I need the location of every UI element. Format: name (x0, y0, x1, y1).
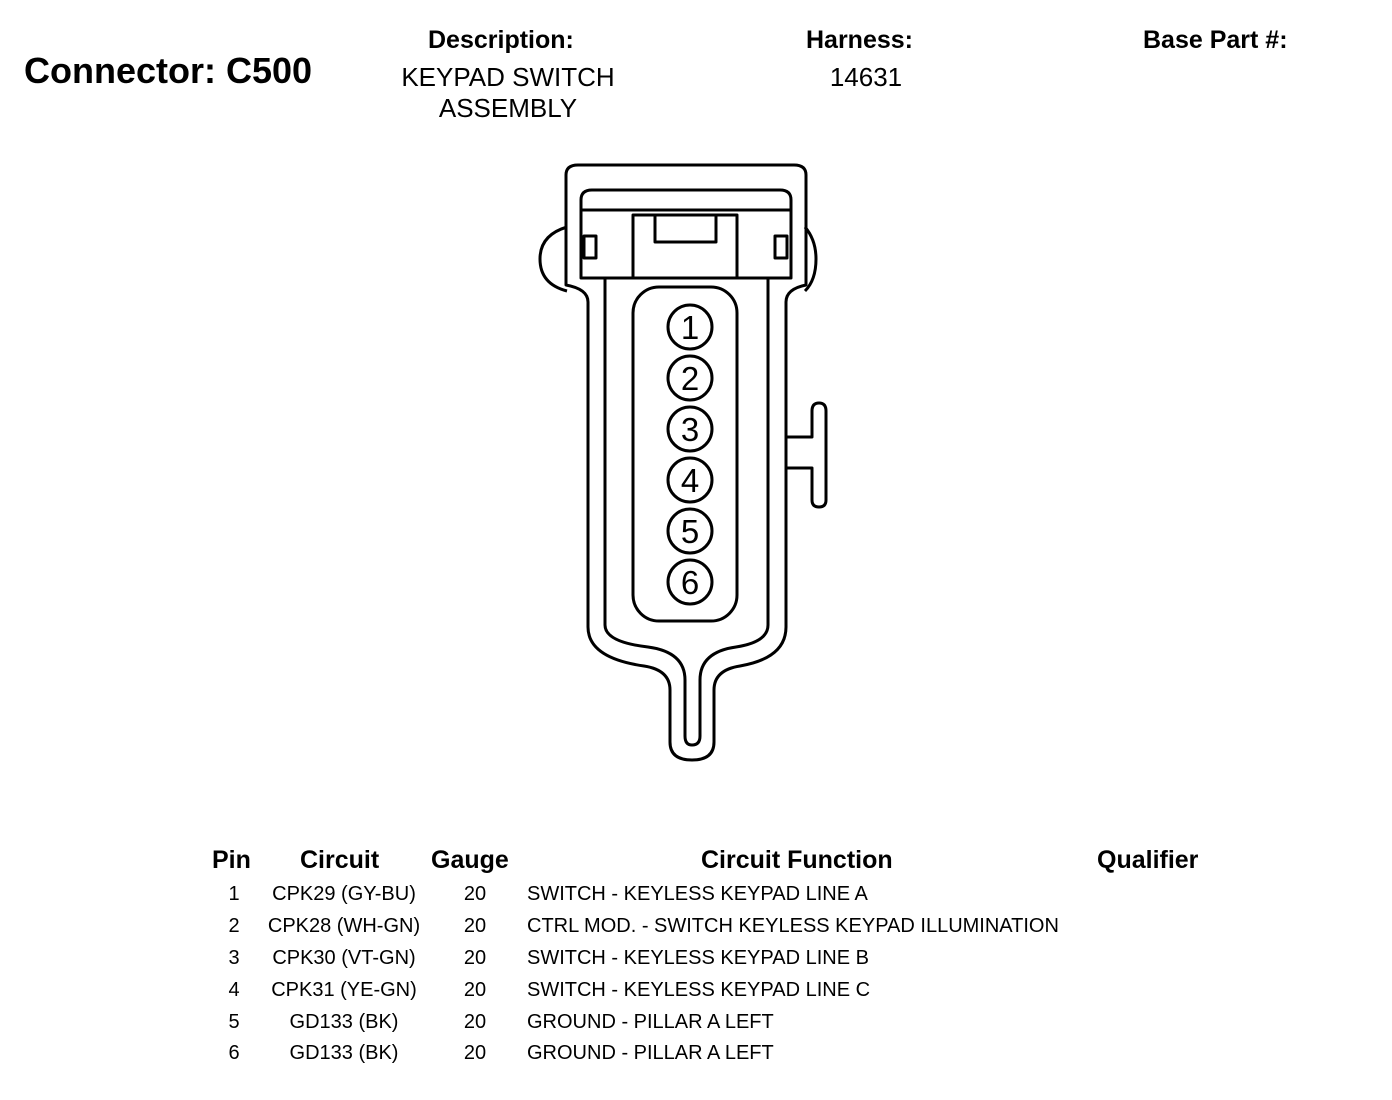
col-header-function: Circuit Function (701, 846, 893, 874)
table-row-4-pin: 4 (228, 979, 240, 1001)
table-row-6-function: GROUND - PILLAR A LEFT (527, 1042, 774, 1064)
col-header-pin: Pin (212, 846, 251, 874)
pin-label-4: 4 (681, 462, 699, 499)
connector-housing-outer (564, 163, 808, 762)
col-header-circuit: Circuit (300, 846, 380, 874)
table-row-6-gauge: 20 (463, 1042, 487, 1064)
harness-value: 14631 (829, 62, 903, 92)
table-row-2-pin: 2 (228, 915, 240, 937)
pin-1-circle (666, 303, 714, 351)
pin-cavity (631, 285, 739, 623)
base-part-label: Base Part #: (1143, 26, 1288, 54)
harness-label: Harness: (806, 26, 913, 54)
table-row-5-gauge: 20 (463, 1011, 487, 1033)
right-latch-tab (803, 226, 818, 293)
table-row-4-circuit: CPK31 (YE-GN) (271, 979, 417, 1001)
pin-label-5: 5 (681, 513, 699, 550)
pin-3-circle (666, 405, 714, 453)
table-row-1-function: SWITCH - KEYLESS KEYPAD LINE A (527, 883, 868, 905)
pin-6-circle (666, 558, 714, 606)
pin-label-2: 2 (681, 360, 699, 397)
pin-5-circle (666, 507, 714, 555)
lock-tab (631, 213, 739, 280)
description-label: Description: (428, 26, 574, 54)
left-latch-tab (538, 225, 568, 293)
table-row-5-function: GROUND - PILLAR A LEFT (527, 1011, 774, 1033)
right-peg (786, 401, 828, 509)
table-row-2-function: CTRL MOD. - SWITCH KEYLESS KEYPAD ILLUMI… (527, 915, 1059, 937)
table-row-5-pin: 5 (228, 1011, 240, 1033)
connector-diagram: 1 2 3 4 5 6 (538, 163, 828, 762)
col-header-gauge: Gauge (431, 846, 509, 874)
description-line-1: KEYPAD SWITCH (401, 62, 615, 92)
table-row-1-pin: 1 (228, 883, 240, 905)
top-latch-block (579, 188, 793, 280)
table-row-3-function: SWITCH - KEYLESS KEYPAD LINE B (527, 947, 869, 969)
table-row-6-pin: 6 (228, 1042, 240, 1064)
table-row-6-circuit: GD133 (BK) (289, 1042, 399, 1064)
col-header-qualifier: Qualifier (1097, 846, 1199, 874)
table-row-4-gauge: 20 (463, 979, 487, 1001)
table-row-3-pin: 3 (228, 947, 240, 969)
connector-title: Connector: C500 (24, 50, 313, 91)
table-row-1-gauge: 20 (463, 883, 487, 905)
pin-4-circle (666, 456, 714, 504)
description-value: KEYPAD SWITCH ASSEMBLY (368, 62, 648, 124)
pin-label-6: 6 (681, 564, 699, 601)
table-row-1-circuit: CPK29 (GY-BU) (272, 883, 416, 905)
left-latch-window (582, 234, 598, 260)
table-row-5-circuit: GD133 (BK) (289, 1011, 399, 1033)
table-row-2-circuit: CPK28 (WH-GN) (267, 915, 421, 937)
pin-label-1: 1 (681, 309, 699, 346)
description-line-2: ASSEMBLY (438, 93, 578, 123)
table-row-3-circuit: CPK30 (VT-GN) (272, 947, 416, 969)
pin-2-circle (666, 354, 714, 402)
table-row-3-gauge: 20 (463, 947, 487, 969)
table-row-2-gauge: 20 (463, 915, 487, 937)
pin-label-3: 3 (681, 411, 699, 448)
connector-housing-inner (603, 276, 770, 747)
right-latch-window (773, 234, 789, 260)
table-row-4-function: SWITCH - KEYLESS KEYPAD LINE C (527, 979, 871, 1001)
lock-tab-inner (653, 215, 718, 244)
